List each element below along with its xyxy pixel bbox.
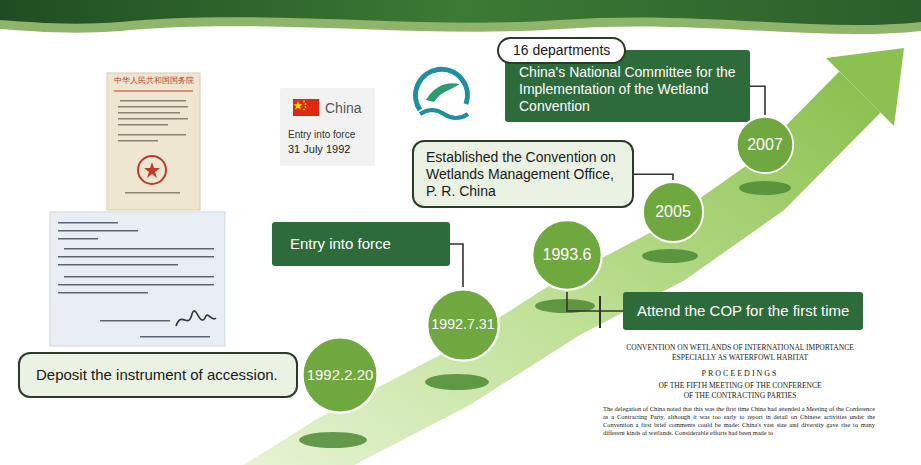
document-line bbox=[118, 140, 158, 142]
letter-document bbox=[50, 212, 225, 346]
flag-star bbox=[303, 109, 305, 111]
document-line bbox=[118, 118, 188, 120]
leader-connector bbox=[634, 174, 673, 180]
document-line bbox=[140, 336, 210, 338]
count-text: 16 departments bbox=[513, 42, 610, 59]
document-line bbox=[120, 100, 186, 102]
document-line bbox=[100, 320, 170, 322]
date-circle: 1992.7.31 bbox=[425, 287, 501, 363]
circle-shadow bbox=[642, 249, 698, 263]
document-line bbox=[58, 238, 98, 240]
date-text: 1992.2.20 bbox=[307, 366, 374, 384]
card-text: Entry into force bbox=[288, 129, 367, 141]
logo-bird bbox=[426, 83, 460, 102]
document-paper bbox=[107, 73, 200, 210]
date-circle-fill bbox=[643, 182, 703, 242]
info-card-ground bbox=[280, 88, 375, 166]
header-wave-dark bbox=[0, 0, 921, 25]
date-circle: 1992.2.20 bbox=[300, 335, 380, 415]
document-line bbox=[58, 256, 214, 258]
document-line bbox=[64, 248, 214, 250]
event-box: Attend the COP for the first time bbox=[623, 292, 863, 330]
date-circle-fill bbox=[532, 220, 602, 290]
proceedings-heading: CONVENTION ON WETLANDS OF INTERNATIONAL … bbox=[590, 343, 890, 352]
event-text: Established the Convention on Wetlands M… bbox=[426, 149, 620, 199]
proceedings-heading: PROCEEDINGS bbox=[590, 369, 890, 379]
date-circle: 2007 bbox=[735, 115, 795, 175]
leader-connector bbox=[567, 292, 623, 311]
document-header: 中华人民共和国国务院 bbox=[108, 76, 199, 85]
china-flag bbox=[293, 99, 319, 116]
date-text: 1992.7.31 bbox=[431, 316, 494, 333]
ramsar-logo bbox=[415, 69, 468, 118]
document-line bbox=[64, 276, 214, 278]
date-circle: 2005 bbox=[641, 180, 705, 244]
circle-shadow bbox=[299, 432, 367, 448]
document-line bbox=[58, 292, 148, 294]
date-circle-fill bbox=[302, 337, 377, 412]
document-line bbox=[58, 264, 178, 266]
flag-star bbox=[303, 101, 305, 103]
header-wave-light bbox=[0, 0, 921, 34]
event-text: Attend the COP for the first time bbox=[637, 302, 849, 320]
info-card: ChinaEntry into force 31 July 1992 bbox=[280, 92, 375, 164]
logo-wave bbox=[420, 110, 468, 118]
signature bbox=[176, 311, 216, 326]
document-seal-star bbox=[144, 162, 160, 178]
document-rule bbox=[114, 91, 193, 92]
event-box: Entry into force bbox=[272, 222, 450, 266]
bracket-line bbox=[599, 296, 601, 328]
entry-card-art bbox=[280, 88, 375, 166]
leader-connector bbox=[450, 244, 463, 287]
date-text: 1993.6 bbox=[543, 245, 592, 264]
flag-star bbox=[293, 101, 302, 109]
date-circle: 1993.6 bbox=[530, 218, 604, 292]
flag-star bbox=[305, 103, 307, 105]
document-line bbox=[58, 284, 214, 286]
event-box: Established the Convention on Wetlands M… bbox=[412, 140, 634, 208]
circle-shadow bbox=[739, 181, 791, 195]
date-text: 2007 bbox=[747, 135, 783, 154]
date-text: 2005 bbox=[655, 202, 691, 221]
document-line bbox=[58, 222, 118, 224]
document-line bbox=[118, 124, 168, 126]
proceedings-paragraph: The delegation of China noted that this … bbox=[603, 405, 875, 437]
date-circle-fill bbox=[427, 289, 498, 360]
date-circle-fill bbox=[737, 117, 793, 173]
timeline-arrow-head bbox=[826, 48, 904, 126]
logo-ring bbox=[415, 69, 467, 110]
proceedings-heading: OF THE CONTRACTING PARTIES bbox=[590, 391, 890, 400]
document-line bbox=[118, 106, 188, 108]
document-line bbox=[58, 230, 138, 232]
document-paper bbox=[50, 212, 225, 346]
document-seal bbox=[138, 156, 166, 184]
proceedings-heading: OF THE FIFTH MEETING OF THE CONFERENCE bbox=[590, 381, 890, 390]
count-pill: 16 departments bbox=[497, 37, 626, 64]
proceedings-heading: ESPECIALLY AS WATERFOWL HABITAT bbox=[590, 353, 890, 362]
leader-connector bbox=[750, 86, 765, 115]
card-text: China bbox=[325, 100, 367, 117]
document-line bbox=[125, 192, 180, 194]
circle-shadow bbox=[425, 374, 489, 390]
event-text: Entry into force bbox=[290, 235, 432, 253]
document-line bbox=[118, 112, 180, 114]
event-box: Deposit the instrument of accession. bbox=[18, 352, 298, 398]
accession-document bbox=[107, 73, 200, 210]
card-text: 31 July 1992 bbox=[288, 143, 367, 156]
document-line bbox=[118, 134, 186, 136]
event-text: Deposit the instrument of accession. bbox=[36, 366, 280, 384]
event-text: China's National Committee for the Imple… bbox=[519, 64, 736, 114]
flag-star bbox=[305, 106, 307, 108]
